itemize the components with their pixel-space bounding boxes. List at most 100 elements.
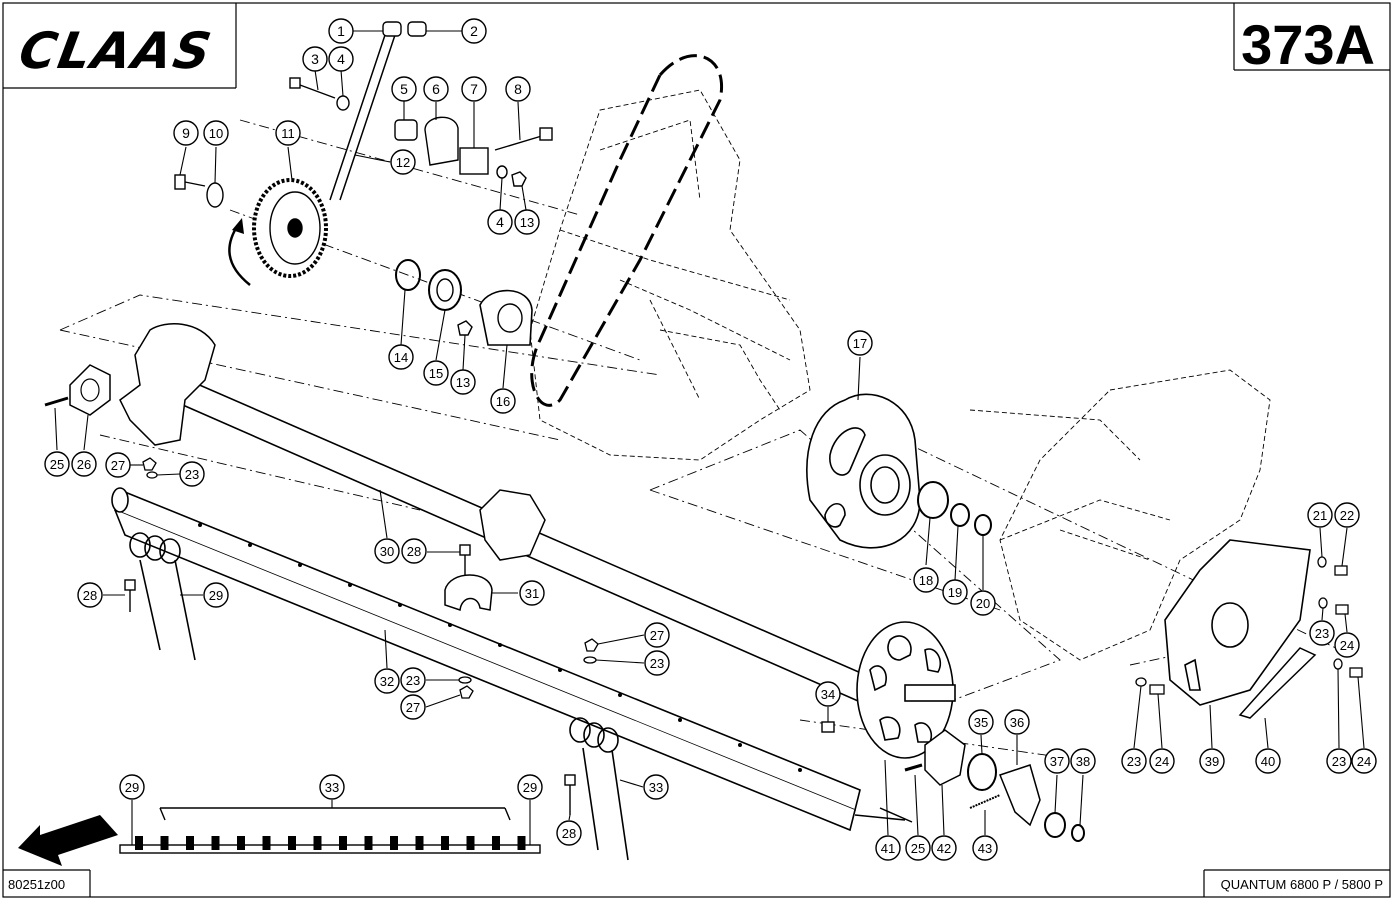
callout-number: 33 — [325, 780, 339, 795]
callout-24: 24 — [1351, 748, 1377, 774]
callout-circle — [1149, 748, 1175, 774]
callout-30: 30 — [374, 538, 400, 564]
callout-23: 23 — [644, 650, 670, 676]
drawing-number: 80251z00 — [8, 877, 66, 892]
callout-number: 22 — [1340, 508, 1354, 523]
callout-circle — [203, 120, 229, 146]
overview-tine — [415, 836, 424, 850]
callout-circle — [1334, 502, 1360, 528]
callout-circle — [302, 46, 328, 72]
callout-4: 4 — [487, 209, 513, 235]
callout-number: 34 — [821, 687, 835, 702]
cam-disc-17 — [806, 393, 921, 549]
callout-circle — [71, 451, 97, 477]
callout-circle — [931, 835, 957, 861]
callout-number: 28 — [83, 588, 97, 603]
rotation-arrow — [228, 224, 251, 286]
overview-tine — [313, 836, 322, 850]
bolt-34 — [821, 721, 835, 733]
callout-circle — [1199, 748, 1225, 774]
callout-25: 25 — [44, 451, 70, 477]
washer-23b — [1333, 658, 1343, 670]
bolt-28a — [124, 579, 136, 612]
callout-circle — [319, 774, 345, 800]
background-frame-left — [529, 89, 811, 461]
overview-tines — [135, 836, 526, 850]
callout-42: 42 — [931, 835, 957, 861]
circlip-20 — [974, 514, 992, 536]
callout-5: 5 — [391, 76, 417, 102]
bearing-flange-42 — [924, 729, 966, 786]
callout-21: 21 — [1307, 502, 1333, 528]
leader-lines — [54, 30, 1365, 845]
callout-circle — [1326, 748, 1352, 774]
clamp-31 — [444, 574, 493, 611]
overview-tine — [339, 836, 347, 850]
callout-number: 11 — [281, 126, 295, 141]
callout-number: 18 — [919, 573, 933, 588]
callout-number: 27 — [650, 628, 664, 643]
tine-bar-holes — [198, 523, 802, 772]
pin-41 — [879, 807, 913, 823]
page-number: 373A — [1241, 13, 1375, 76]
callout-circle — [1255, 748, 1281, 774]
callout-10: 10 — [203, 120, 229, 146]
drive-chain-outline — [530, 54, 723, 407]
seal-19 — [950, 503, 970, 527]
overview-tine — [186, 836, 194, 850]
callout-number: 24 — [1340, 638, 1354, 653]
callout-circle — [105, 452, 131, 478]
callout-circle — [968, 709, 994, 735]
circlip-14 — [395, 259, 421, 291]
callout-34: 34 — [815, 681, 841, 707]
callout-8: 8 — [505, 76, 531, 102]
bolt-24b — [1349, 667, 1363, 678]
bearing-flange-26-bore — [80, 378, 100, 402]
washer-4 — [336, 95, 350, 111]
callout-number: 23 — [1127, 754, 1141, 769]
bolt-3 — [289, 77, 336, 99]
callout-number: 23 — [185, 467, 199, 482]
overview-tine — [135, 836, 143, 850]
bolt-8 — [494, 127, 553, 151]
shaft-support-center — [479, 489, 546, 561]
callout-38: 38 — [1070, 748, 1096, 774]
callout-28: 28 — [401, 538, 427, 564]
bearing-half-6 — [424, 116, 459, 166]
washer-23c — [1135, 677, 1147, 687]
callout-circle — [519, 580, 545, 606]
callout-16: 16 — [490, 388, 516, 414]
callout-number: 23 — [650, 656, 664, 671]
callout-circle — [972, 835, 998, 861]
callout-number: 40 — [1261, 754, 1275, 769]
bolt-28b — [459, 544, 471, 575]
callout-circle — [461, 76, 487, 102]
nut-27c — [459, 685, 474, 699]
callout-number: 33 — [649, 780, 663, 795]
callout-number: 42 — [937, 841, 951, 856]
washer-23e — [583, 656, 597, 664]
callout-14: 14 — [388, 344, 414, 370]
callout-36: 36 — [1004, 709, 1030, 735]
callout-circle — [1044, 748, 1070, 774]
tine-bar-overview — [119, 807, 541, 854]
callout-37: 37 — [1044, 748, 1070, 774]
nut-27b — [584, 638, 599, 652]
callout-number: 35 — [974, 715, 988, 730]
callout-number: 2 — [470, 23, 478, 39]
callout-circle — [643, 774, 669, 800]
callout-circle — [1004, 709, 1030, 735]
callout-number: 28 — [562, 826, 576, 841]
callout-circle — [644, 650, 670, 676]
callout-number: 6 — [432, 81, 440, 97]
callout-number: 29 — [523, 780, 537, 795]
callout-29: 29 — [119, 774, 145, 800]
callout-27: 27 — [105, 452, 131, 478]
callout-circle — [514, 209, 540, 235]
callout-6: 6 — [423, 76, 449, 102]
tine-bar — [111, 487, 906, 832]
washer-23f — [458, 676, 472, 684]
bolt-25a — [44, 396, 69, 407]
